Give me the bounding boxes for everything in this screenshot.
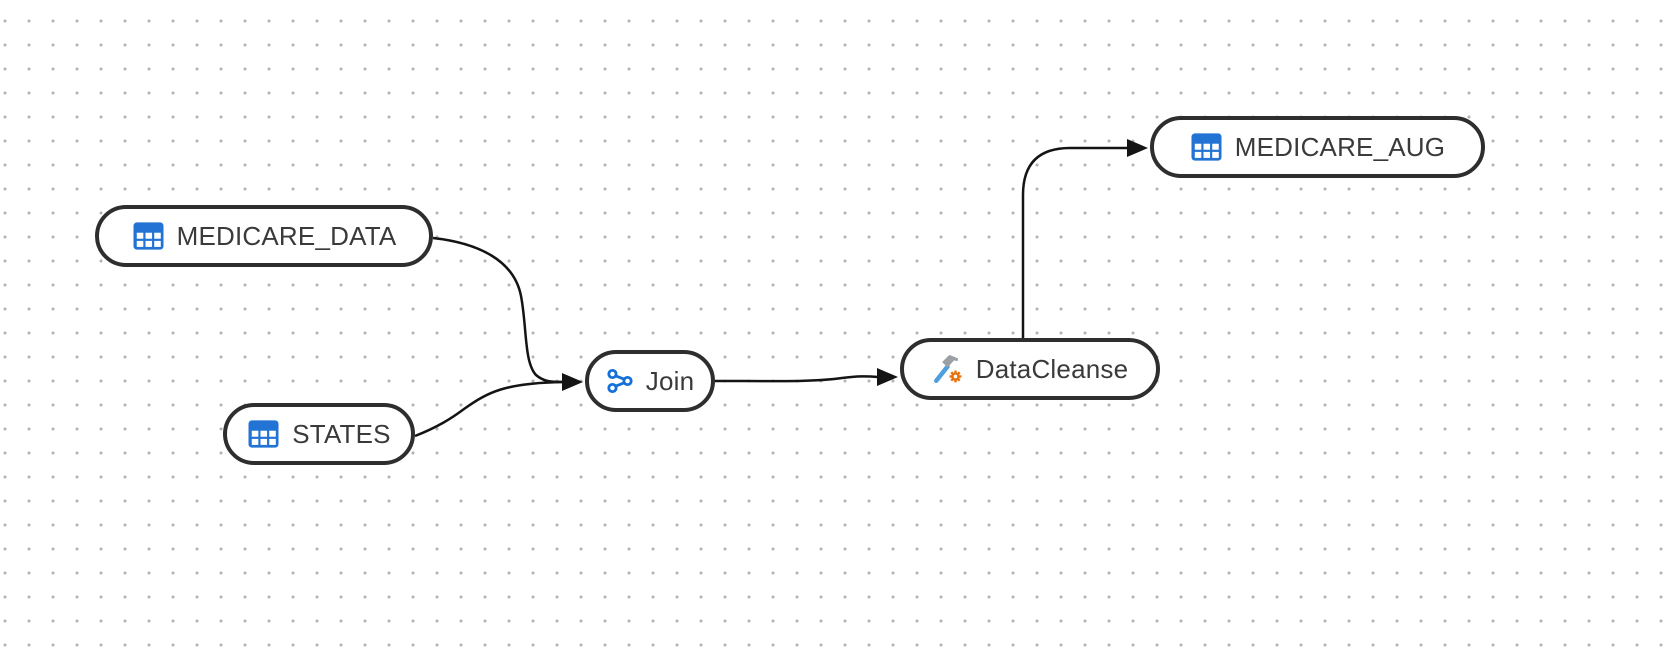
node-medicare-aug[interactable]: MEDICARE_AUG bbox=[1150, 116, 1485, 178]
join-icon bbox=[606, 367, 634, 395]
edge-join-to-datacleanse[interactable] bbox=[714, 375, 879, 383]
node-states[interactable]: STATES bbox=[223, 403, 415, 465]
node-label: STATES bbox=[292, 418, 391, 449]
node-label: MEDICARE_DATA bbox=[176, 220, 397, 251]
node-datacleanse[interactable]: DataCleanse bbox=[900, 338, 1160, 400]
table-icon bbox=[1190, 132, 1223, 162]
node-label: Join bbox=[645, 365, 695, 396]
node-medicare-data[interactable]: MEDICARE_DATA bbox=[95, 205, 433, 267]
arrowhead-into-join[interactable] bbox=[562, 373, 583, 391]
arrowhead-into-datacleanse[interactable] bbox=[877, 368, 898, 386]
arrowhead-into-medicare-aug[interactable] bbox=[1127, 139, 1148, 157]
edge-datacleanse-to-medicare-aug[interactable] bbox=[1021, 146, 1128, 338]
table-icon bbox=[132, 221, 165, 251]
edge-medicare-data-to-join[interactable] bbox=[432, 236, 564, 384]
node-label: DataCleanse bbox=[975, 353, 1129, 384]
edge-states-to-join[interactable] bbox=[414, 380, 564, 438]
node-join[interactable]: Join bbox=[585, 350, 715, 412]
node-label: MEDICARE_AUG bbox=[1234, 131, 1446, 162]
data-cleanse-icon bbox=[932, 353, 964, 385]
table-icon bbox=[247, 419, 280, 449]
